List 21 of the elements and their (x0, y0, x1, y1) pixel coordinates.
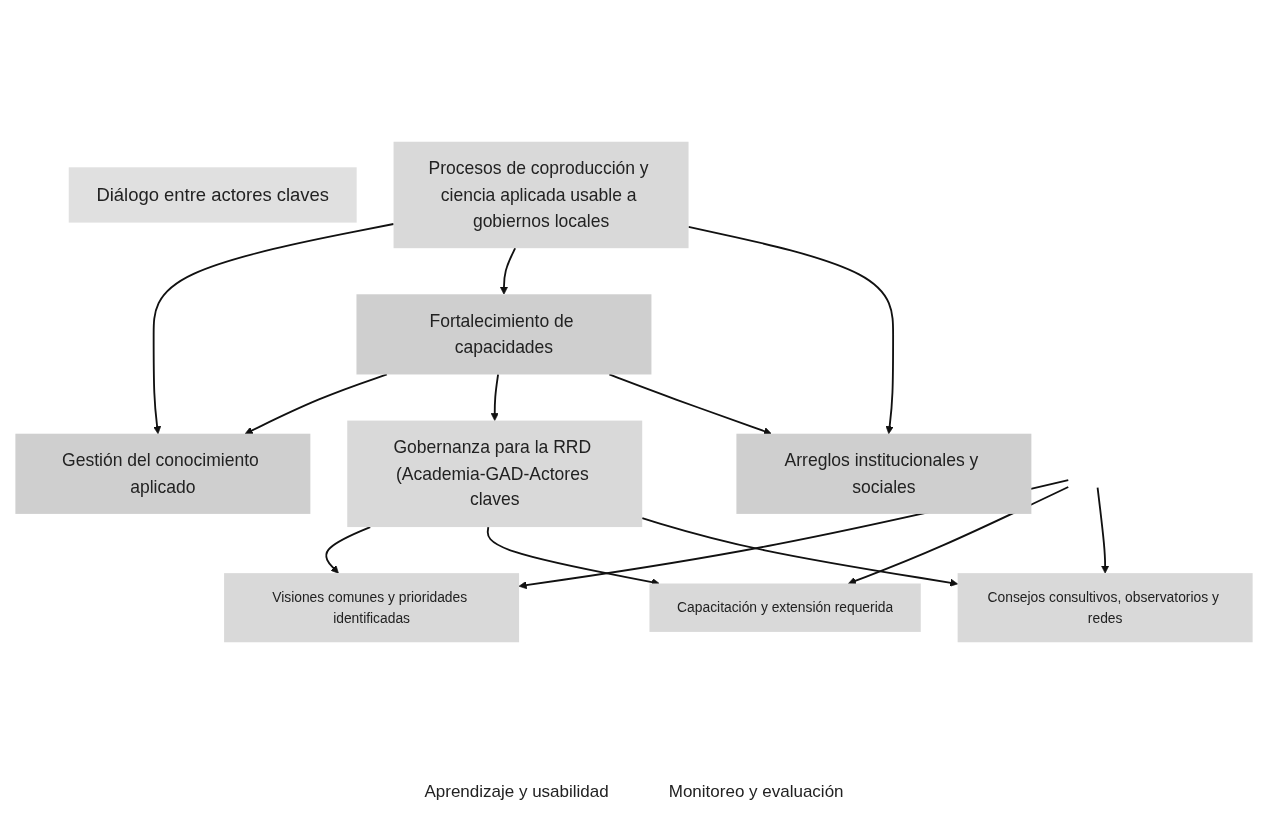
arrow (490, 373, 500, 421)
arrow (848, 486, 1070, 585)
flow-label: Monitoreo y evaluación (668, 782, 844, 802)
arrow (244, 373, 388, 435)
node-box: Visiones comunes y prioridades identificadas (224, 573, 520, 643)
flow-label: Aprendizaje y usabilidad (424, 782, 609, 802)
node-box: Capacitación y extensión requerida (649, 583, 921, 632)
arrow (499, 247, 517, 295)
node-box: Gobernanza para la RRD (Academia-GAD-Actores claves (347, 420, 643, 528)
node-box: Fortalecimiento de capacidades (356, 294, 652, 375)
arrow (1096, 486, 1110, 574)
node-box: Procesos de coproducción y ciencia aplicada usable a gobiernos locales (393, 141, 689, 249)
arrow (687, 226, 895, 435)
arrow (152, 223, 395, 435)
node-box: Gestión del conocimiento aplicado (15, 433, 311, 514)
node-box: Consejos consultivos, observatorios y redes (957, 573, 1253, 643)
node-box: Diálogo entre actores claves (68, 167, 357, 223)
node-box: Arreglos institucionales y sociales (736, 433, 1032, 514)
arrow (608, 373, 772, 436)
arrow (641, 517, 958, 587)
arrow (325, 526, 372, 574)
